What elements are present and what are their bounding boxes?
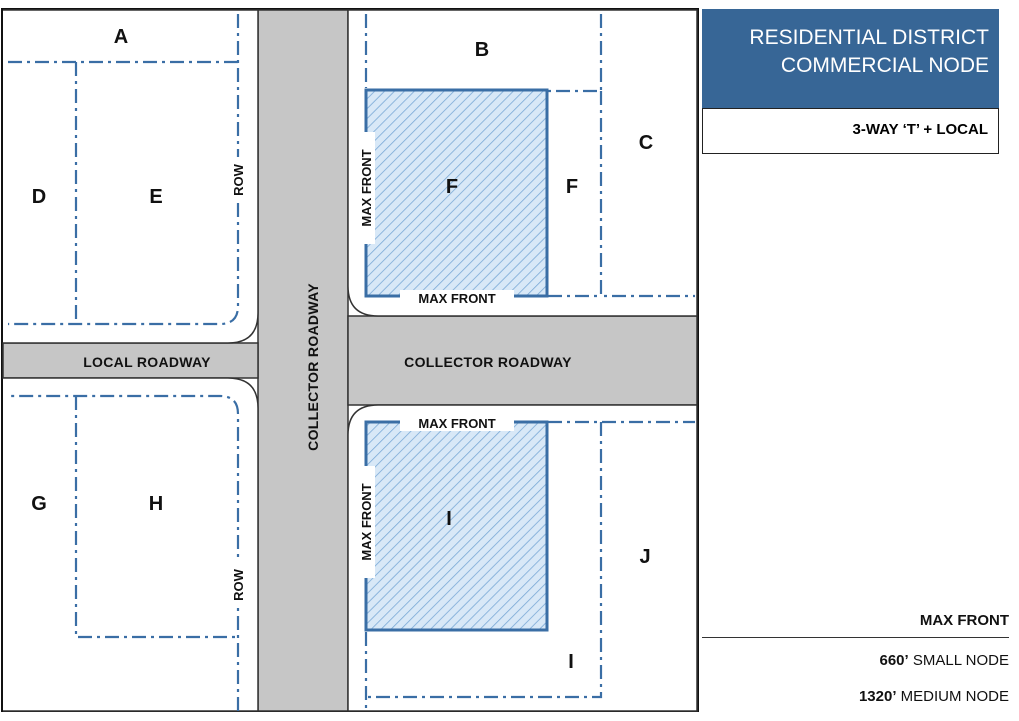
max-front-label-north-side: MAX FRONT	[359, 149, 374, 226]
legend-row-small: 660’ SMALL NODE	[702, 652, 1009, 669]
max-front-label-north-bottom: MAX FRONT	[418, 291, 495, 306]
label-backgrounds	[229, 132, 514, 608]
collector-roadway-vertical-label: COLLECTOR ROADWAY	[305, 283, 321, 451]
max-front-label-south-side: MAX FRONT	[359, 483, 374, 560]
legend-text-small: SMALL NODE	[908, 652, 1009, 669]
subtitle-panel: 3-WAY ‘T’ + LOCAL	[702, 108, 999, 154]
row-lines	[8, 14, 695, 711]
block-sw	[3, 377, 259, 712]
legend-divider	[702, 637, 1009, 638]
legend-heading: MAX FRONT	[919, 612, 1009, 629]
node-parcels	[364, 88, 549, 632]
lot-labels: A B C D E F F G H I I J	[31, 26, 653, 673]
title-panel: RESIDENTIAL DISTRICT COMMERCIAL NODE	[702, 9, 999, 108]
legend-value-medium: 1320’	[858, 688, 897, 705]
lot-label-f-parcel: F	[446, 176, 458, 198]
lot-label-d: D	[32, 186, 46, 208]
lot-label-j: J	[639, 546, 650, 568]
node-parcel-south	[364, 420, 549, 632]
lot-label-i-side: I	[568, 651, 574, 673]
lot-label-f-side: F	[566, 176, 578, 198]
lot-label-b: B	[475, 39, 489, 61]
row-label-south: ROW	[231, 568, 246, 601]
legend-value-small: 660’	[879, 652, 909, 669]
lot-label-i-parcel: I	[446, 508, 452, 530]
roads	[2, 9, 698, 712]
row-label-north: ROW	[231, 163, 246, 196]
legend-text-medium: MEDIUM NODE	[896, 688, 1009, 705]
blocks	[3, 9, 698, 712]
lot-label-a: A	[114, 26, 128, 48]
block-nw	[3, 9, 259, 344]
lot-label-g: G	[31, 493, 47, 515]
max-front-label-south-top: MAX FRONT	[418, 416, 495, 431]
lot-label-h: H	[149, 493, 163, 515]
collector-roadway-vertical	[257, 9, 349, 712]
node-parcel-north	[364, 88, 549, 298]
title-line-1: RESIDENTIAL DISTRICT	[749, 26, 989, 49]
title-line-2: COMMERCIAL NODE	[780, 54, 989, 77]
lot-label-c: C	[639, 132, 653, 154]
legend-row-medium: 1320’ MEDIUM NODE	[702, 688, 1009, 705]
lot-label-e: E	[149, 186, 162, 208]
collector-roadway-east-label: COLLECTOR ROADWAY	[404, 354, 572, 370]
local-roadway-label: LOCAL ROADWAY	[83, 354, 211, 370]
